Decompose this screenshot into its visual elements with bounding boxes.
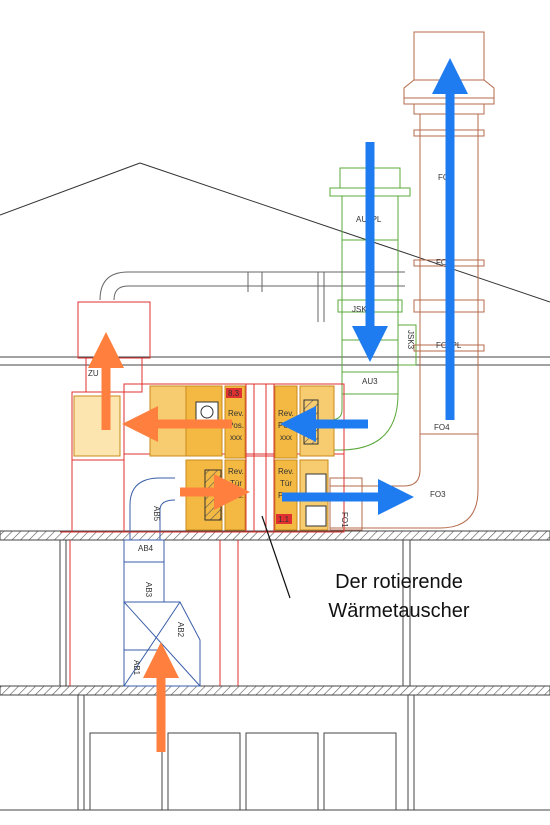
label-fo-top: FO — [438, 173, 449, 182]
supply-air-arrows — [88, 332, 250, 752]
label-jsk3: JSK3 — [406, 330, 415, 350]
label-tur-lb: Tür — [230, 479, 242, 488]
label-rev-lb: Rev. — [228, 467, 244, 476]
label-pos-lt: Pos. — [228, 421, 244, 430]
roof-outline — [0, 162, 550, 303]
caption-line-1: Der rotierende — [335, 571, 463, 593]
label-ab4: AB4 — [138, 544, 154, 553]
label-tur-rb: Tür — [280, 479, 292, 488]
label-ab2: AB2 — [176, 622, 185, 638]
label-fo3: FO3 — [430, 490, 446, 499]
label-zu: ZU — [88, 369, 99, 378]
rotor-caption: Der rotierende Wärmetauscher — [284, 568, 514, 626]
callout-line — [261, 515, 291, 599]
tag-1-1-badge — [276, 514, 292, 524]
label-rev-rb: Rev. — [278, 467, 294, 476]
label-fo-mid: FO — [436, 258, 447, 267]
rotor-column — [195, 383, 327, 533]
label-rev-lt: Rev. — [228, 409, 244, 418]
tag-8-3-badge — [226, 388, 242, 398]
exhaust-stack — [329, 31, 495, 531]
label-tag-8-3: 8.3 — [228, 389, 240, 398]
building-structure — [0, 356, 550, 811]
label-ab1: AB1 — [132, 660, 141, 676]
caption-line-2: Wärmetauscher — [328, 600, 470, 622]
label-ab5: AB5 — [152, 506, 161, 522]
label-fo4: FO4 — [434, 423, 450, 432]
label-jsk: JSK — [352, 305, 367, 314]
label-tag-1-1: 1.1 — [278, 515, 290, 524]
label-rev-rt: Rev. — [278, 409, 294, 418]
label-au3: AU3 — [362, 377, 378, 386]
grey-pipe — [99, 271, 405, 322]
label-ab3: AB3 — [144, 582, 153, 598]
label-xxx-rt: xxx — [280, 433, 292, 442]
label-pos-rt: Pos. — [278, 421, 294, 430]
outdoor-air-arrows — [280, 58, 468, 515]
label-xxx-lt: xxx — [230, 433, 242, 442]
label-fo1: FO1 — [340, 512, 349, 528]
